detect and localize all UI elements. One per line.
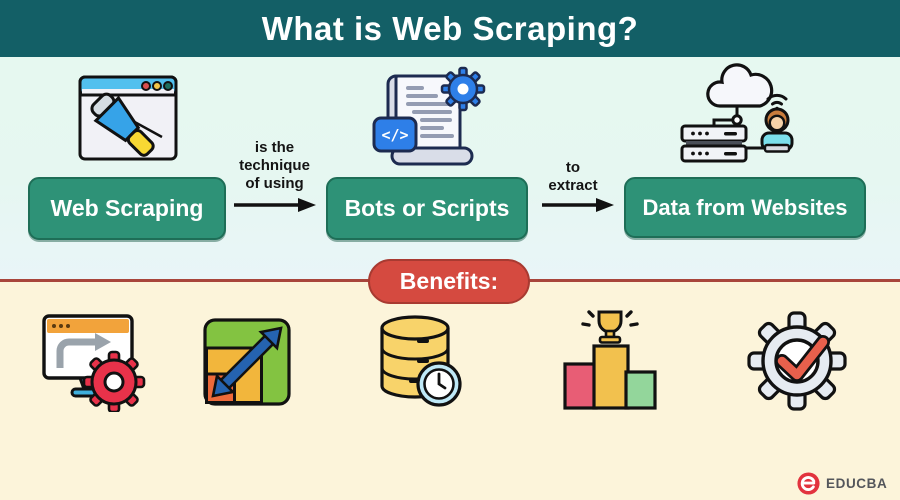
clock-icon bbox=[416, 361, 462, 407]
monitor-gear-icon bbox=[42, 314, 146, 412]
sparkle-lines bbox=[581, 310, 639, 327]
browser-scraper-icon bbox=[78, 75, 178, 161]
educba-logo-icon bbox=[797, 471, 820, 495]
code-badge-text: </> bbox=[381, 126, 408, 144]
flow-box-label: Data from Websites bbox=[642, 194, 848, 220]
database-clock-icon bbox=[380, 315, 462, 407]
gear-icon bbox=[82, 350, 146, 412]
educba-logo: EDUCBA bbox=[796, 470, 887, 496]
code-badge bbox=[372, 116, 418, 153]
benefits-banner: Benefits: bbox=[368, 259, 530, 304]
growth-arrow-icon bbox=[203, 318, 291, 406]
flow-box-bots-or-scripts: Bots or Scripts bbox=[326, 177, 528, 240]
flow-section: Web Scraping is the technique of using bbox=[0, 57, 900, 281]
connector-text-1: is the technique of using bbox=[239, 139, 310, 192]
brand-name: EDUCBA bbox=[826, 475, 888, 491]
right-arrow-icon bbox=[234, 198, 316, 212]
flow-box-label: Web Scraping bbox=[50, 195, 204, 221]
gear-icon bbox=[440, 66, 486, 112]
flow-box-data-from-websites: Data from Websites bbox=[624, 177, 866, 238]
header-banner: What is Web Scraping? bbox=[0, 0, 900, 57]
benefits-section: Automation Scalability Real-time Data Co… bbox=[0, 282, 900, 500]
person-at-laptop bbox=[760, 107, 794, 153]
benefits-title: Benefits: bbox=[399, 268, 499, 294]
cloud-server-user-icon bbox=[680, 63, 794, 163]
connector-text-2: to extract bbox=[548, 159, 598, 194]
flow-box-web-scraping: Web Scraping bbox=[28, 177, 226, 240]
right-arrow-icon bbox=[542, 198, 614, 212]
trophy-icon bbox=[597, 310, 623, 344]
script-gear-code-icon: </> bbox=[372, 66, 486, 166]
flow-box-label: Bots or Scripts bbox=[344, 195, 510, 221]
page-title: What is Web Scraping? bbox=[261, 9, 639, 47]
gear-check-icon bbox=[747, 311, 847, 411]
podium-trophy-icon bbox=[563, 310, 657, 410]
